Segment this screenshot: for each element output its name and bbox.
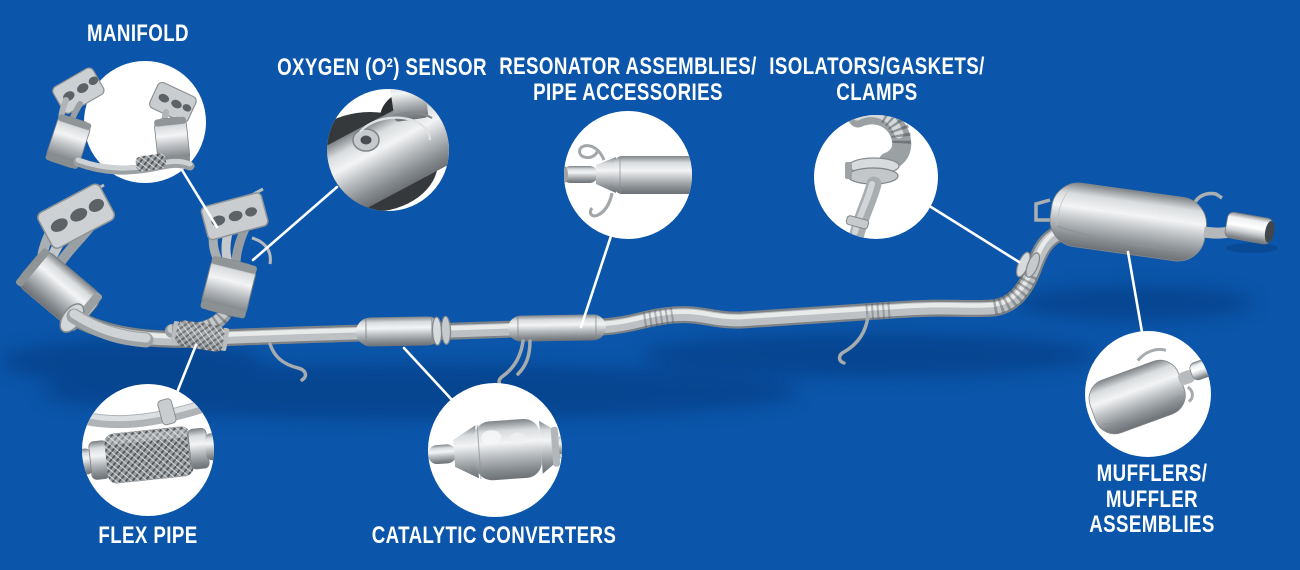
mufflers-callout <box>1085 331 1211 457</box>
muffler-section <box>1034 182 1278 262</box>
connector-line-manifold <box>180 168 219 229</box>
mufflers-label: MUFFLERS/ MUFFLER ASSEMBLIES <box>1089 460 1215 539</box>
manifold-label: MANIFOLD <box>87 20 189 47</box>
manifold-callout <box>45 61 206 183</box>
pipe-flange-joint <box>431 315 452 346</box>
manifold-assembly-center <box>165 187 272 339</box>
ground-shadow <box>0 286 1255 420</box>
isolators-callout <box>814 115 938 239</box>
manifold-assembly-left <box>15 183 154 348</box>
connector-line-oxygen-sensor <box>251 185 339 262</box>
connector-line-isolators <box>929 205 1021 264</box>
connector-lines <box>172 168 1144 403</box>
resonator-section <box>508 314 606 342</box>
catalytic-converters-label: CATALYTIC CONVERTERS <box>371 522 617 549</box>
flex-pipe-section <box>170 320 230 352</box>
isolators-label: ISOLATORS/GASKETS/ CLAMPS <box>769 53 985 106</box>
connector-line-mufflers <box>1126 250 1144 334</box>
isolator-gasket-clamp-part-image <box>845 115 912 239</box>
flex-pipe-callout <box>82 384 214 516</box>
oxygen-sensor-callout <box>327 89 449 211</box>
oxygen-sensor-label: OXYGEN (O²) SENSOR <box>277 54 487 81</box>
catalytic-converter-callout <box>428 383 562 517</box>
manifold-part-image <box>45 67 197 175</box>
flex-pipe-part-image <box>82 395 214 484</box>
connector-line-flex-pipe <box>172 343 198 402</box>
tailpipe-tip <box>1224 211 1275 245</box>
catalytic-converter-section <box>356 316 443 347</box>
flex-pipe-label: FLEX PIPE <box>98 522 198 549</box>
connector-line-resonator <box>579 234 613 329</box>
oxygen-sensor-part-image <box>327 89 449 211</box>
resonator-label: RESONATOR ASSEMBLIES/ PIPE ACCESSORIES <box>499 53 757 106</box>
catalytic-converter-part-image <box>428 418 562 481</box>
connector-line-catalytic <box>402 346 455 403</box>
resonator-callout <box>564 111 692 239</box>
resonator-part-image <box>564 144 692 218</box>
